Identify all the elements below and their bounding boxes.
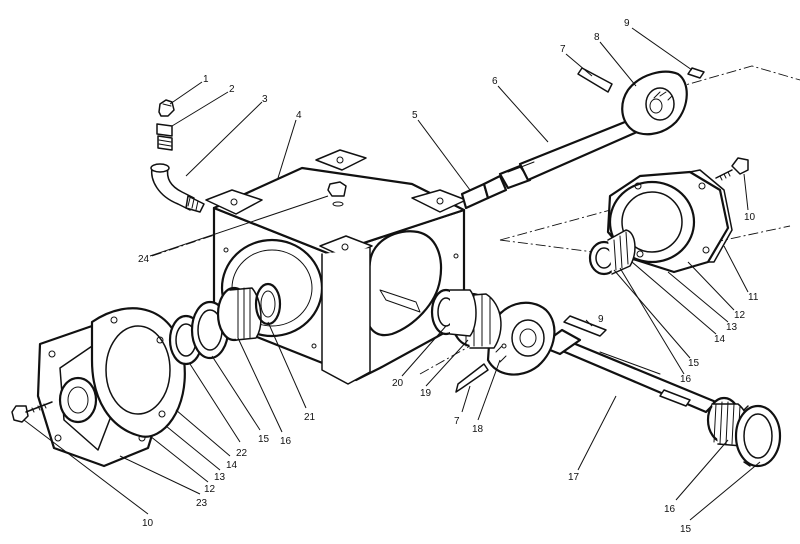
callout-23: 23 [196,498,208,509]
bevel-gear-18 [486,301,556,376]
callout-12-right: 12 [734,310,746,321]
callout-24: 24 [138,254,150,265]
callout-14-right: 14 [714,334,726,345]
callout-8: 8 [594,32,600,43]
callout-6: 6 [492,76,498,87]
bolt-10-right [715,157,749,181]
left-shim-gasket [90,307,186,438]
reducer-bushing [156,123,173,151]
callout-15-right: 15 [688,358,700,369]
bolt-10-left [11,401,53,423]
callout-10-right: 10 [744,212,756,223]
callout-3: 3 [262,94,268,105]
callout-9-upper: 9 [624,18,630,29]
fill-plug [327,181,347,207]
left-cone-bearing [216,286,262,342]
callout-21: 21 [304,412,316,423]
cup-bearing-right [588,229,636,276]
key-upper-7 [577,67,613,93]
output-shaft [538,328,718,414]
key-lower-9 [563,315,607,337]
callout-2: 2 [229,84,235,95]
callout-5: 5 [412,110,418,121]
callout-7-lower: 7 [454,416,460,427]
callout-15-lower: 15 [680,524,692,535]
callout-17: 17 [568,472,580,483]
callout-10-left: 10 [142,518,154,529]
bearing-20 [430,288,477,337]
key-upper-9 [687,67,705,79]
callout-22: 22 [236,448,248,459]
callout-16-right: 16 [680,374,692,385]
callout-9-lower: 9 [598,314,604,325]
callout-18: 18 [472,424,484,435]
callout-labels: 1 2 3 4 5 6 7 8 9 10 11 12 13 14 15 16 2… [138,18,759,535]
bearing-cup-lower [734,404,782,468]
callout-12-left: 12 [204,484,216,495]
callout-13-left: 13 [214,472,226,483]
callout-20: 20 [392,378,404,389]
callout-11: 11 [748,292,759,303]
callout-14-left: 14 [226,460,238,471]
input-seal-cap [621,70,688,136]
callout-13-right: 13 [726,322,738,333]
callout-1: 1 [203,74,209,85]
callout-7-upper: 7 [560,44,566,55]
callout-4: 4 [296,110,302,121]
pin-7-lower [455,363,489,393]
callout-16-left: 16 [280,436,292,447]
left-snap-ring-21 [254,282,282,326]
elbow-fitting [150,163,205,213]
callout-19: 19 [420,388,432,399]
leader-lines [23,27,761,521]
callout-16-lower: 16 [664,504,676,515]
callout-15-left: 15 [258,434,270,445]
